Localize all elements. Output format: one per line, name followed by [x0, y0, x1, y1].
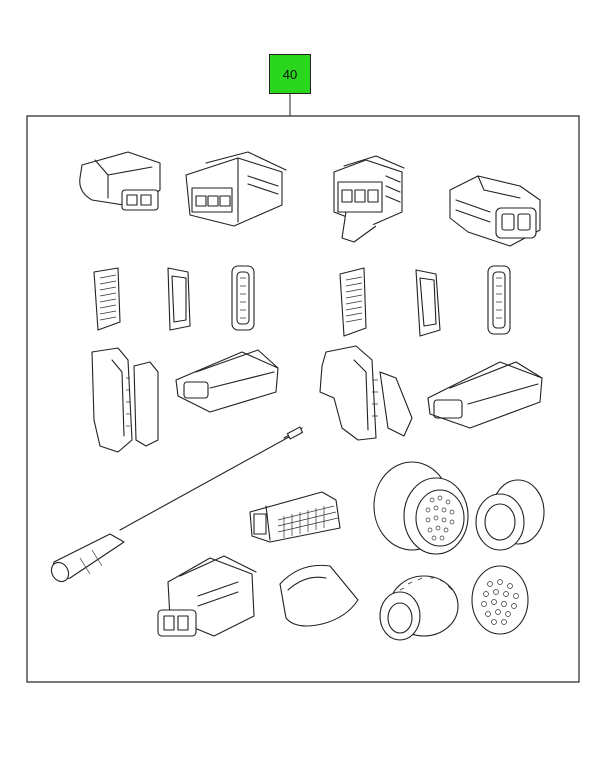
connector-housing-3way-latch: [333, 155, 405, 243]
two-way-connector-assembly: [157, 555, 257, 637]
connector-cover-right: [427, 361, 543, 429]
secondary-lock-a: [167, 267, 191, 331]
circular-connector-body: [373, 461, 469, 555]
connector-housing-2way-sealed: [449, 175, 541, 247]
diagram-frame: [26, 115, 580, 683]
coupling-ring: [379, 575, 459, 641]
seal-strip-b: [487, 265, 511, 335]
connector-shell-right: [319, 345, 413, 441]
secondary-lock-b: [415, 269, 441, 337]
header-connector: [249, 491, 341, 543]
wire-cover-boot: [279, 564, 359, 627]
pin-insert: [471, 565, 529, 635]
seal-strip-a: [231, 265, 255, 331]
connector-housing-3way: [185, 151, 287, 227]
circular-grommet: [475, 479, 545, 551]
terminal-position-assurance-a: [93, 267, 121, 331]
connector-shell-left: [91, 347, 159, 453]
connector-housing-2way: [79, 151, 161, 211]
callout-40: 40: [269, 54, 311, 94]
terminal-position-assurance-b: [339, 267, 367, 337]
connector-cover-left: [175, 349, 279, 413]
terminal-probe-tool: [50, 426, 304, 583]
